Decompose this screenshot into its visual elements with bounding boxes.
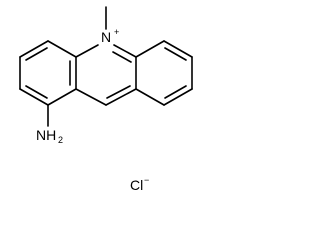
- counter-ion-label: Cl: [130, 177, 143, 193]
- bond-c7-c8: [163, 88, 193, 106]
- bond-c2-c1: [19, 88, 49, 106]
- bond-c4a-n: [75, 44, 99, 58]
- bond-c4-c3: [19, 40, 49, 58]
- bond-c8a-c9-inner: [106, 85, 131, 99]
- amino-subscript-label: 2: [58, 135, 63, 145]
- bond-c9-c9a: [75, 88, 107, 106]
- bond-c4-c3-inner: [25, 47, 48, 61]
- amino-group-label: NH: [36, 127, 56, 143]
- bond-c2-c1-inner: [25, 85, 48, 99]
- bond-c7-c8-inner: [164, 85, 187, 99]
- bond-c4a-c4: [47, 40, 77, 58]
- bond-c10a-c5: [135, 40, 165, 58]
- bond-c8a-c9: [105, 88, 137, 106]
- bond-n-c10a: [113, 44, 137, 58]
- bond-n-c10a-inner: [112, 51, 132, 63]
- bond-c5-c6-inner: [164, 47, 187, 61]
- bond-c1-c9a: [47, 88, 77, 106]
- bond-c5-c6: [163, 40, 193, 58]
- counter-ion-charge-label: −: [144, 175, 149, 185]
- nitrogen-charge-label: +: [114, 27, 119, 37]
- ring-nitrogen-label: N: [101, 29, 111, 45]
- bond-c8-c8a: [135, 88, 165, 106]
- chemical-structure-diagram: N + NH 2 Cl −: [19, 6, 193, 193]
